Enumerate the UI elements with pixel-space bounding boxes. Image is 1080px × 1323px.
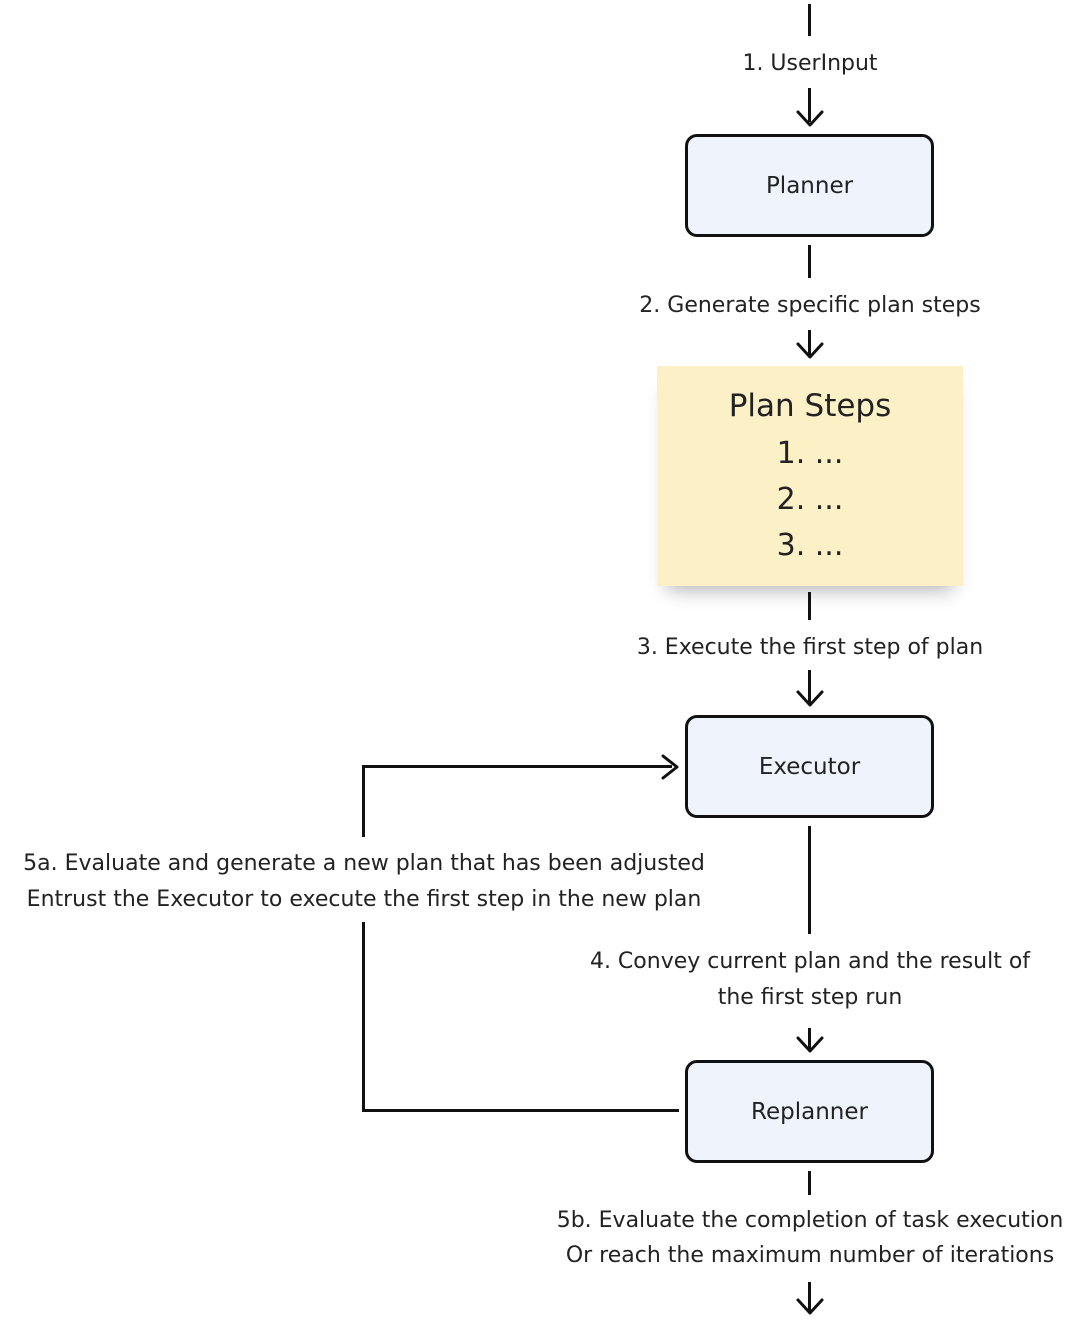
connector-input-top bbox=[808, 4, 811, 36]
arrowhead-loop-into-executor bbox=[661, 754, 679, 780]
planner-label: Planner bbox=[765, 172, 854, 199]
connector-plan-steps-top bbox=[808, 592, 811, 620]
connector-executor-bottom bbox=[808, 1028, 811, 1050]
connector-planner-bottom bbox=[808, 330, 811, 356]
executor-node: Executor bbox=[685, 715, 934, 818]
label-step-5b-line-2: Or reach the maximum number of iteration… bbox=[565, 1243, 1055, 1268]
connector-plan-steps-bottom bbox=[808, 670, 811, 703]
arrowhead-exit bbox=[796, 1298, 824, 1315]
loop-connector-top-horizontal bbox=[362, 765, 672, 768]
connector-exit-top bbox=[808, 1171, 811, 1195]
label-step-5a-line-1: 5a. Evaluate and generate a new plan tha… bbox=[23, 851, 705, 876]
plan-steps-note: Plan Steps 1. ... 2. ... 3. ... bbox=[657, 366, 963, 586]
connector-planner-top bbox=[808, 245, 811, 278]
planner-node: Planner bbox=[685, 134, 934, 237]
arrowhead-into-executor bbox=[796, 690, 824, 707]
plan-step-item-3: 3. ... bbox=[776, 528, 844, 563]
arrowhead-into-replanner bbox=[796, 1036, 824, 1053]
label-step-4-line-1: 4. Convey current plan and the result of bbox=[589, 949, 1031, 974]
replanner-node: Replanner bbox=[685, 1060, 934, 1163]
arrowhead-into-plan-steps bbox=[796, 342, 824, 359]
loop-connector-upper-vertical bbox=[362, 765, 365, 837]
loop-connector-lower-vertical bbox=[362, 922, 365, 1112]
connector-executor-top bbox=[808, 826, 811, 934]
label-step-2: 2. Generate specific plan steps bbox=[639, 293, 981, 318]
label-step-5b-line-1: 5b. Evaluate the completion of task exec… bbox=[556, 1208, 1064, 1233]
plan-steps-title: Plan Steps bbox=[728, 388, 892, 424]
replanner-label: Replanner bbox=[751, 1098, 868, 1125]
label-step-5a-line-2: Entrust the Executor to execute the firs… bbox=[26, 887, 702, 912]
label-step-3: 3. Execute the first step of plan bbox=[636, 635, 984, 660]
connector-input-bottom bbox=[808, 88, 811, 122]
plan-step-item-1: 1. ... bbox=[776, 436, 844, 471]
arrowhead-into-planner bbox=[796, 110, 824, 127]
loop-connector-bottom-horizontal bbox=[362, 1109, 679, 1112]
plan-step-item-2: 2. ... bbox=[776, 482, 844, 517]
label-step-1: 1. UserInput bbox=[742, 51, 878, 76]
executor-label: Executor bbox=[758, 753, 861, 780]
label-step-4-line-2: the first step run bbox=[717, 985, 903, 1010]
connector-exit-bottom bbox=[808, 1282, 811, 1312]
